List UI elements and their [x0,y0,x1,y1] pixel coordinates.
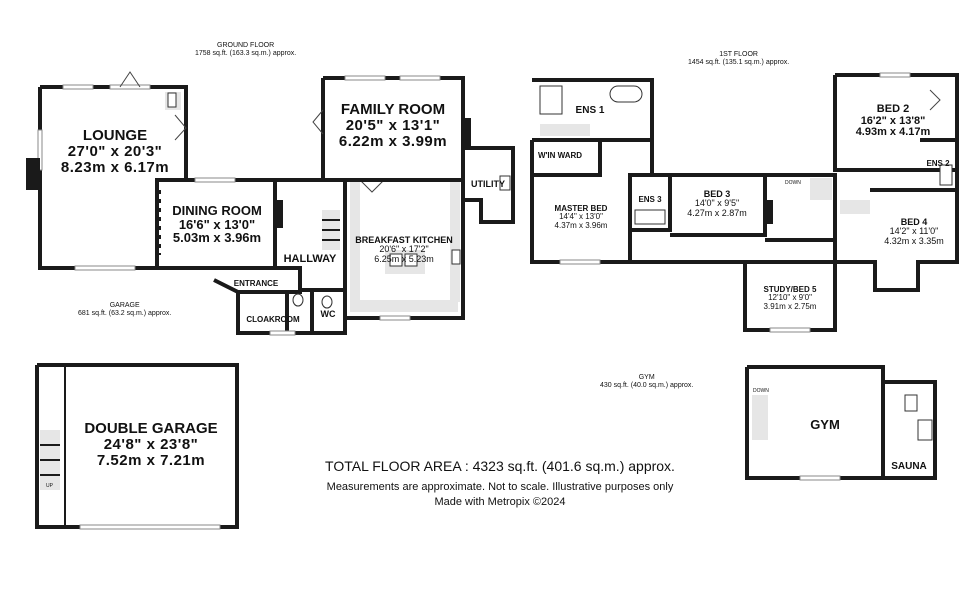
room-name: CLOAKROOM [246,315,300,324]
room-sauna: SAUNA [885,461,933,473]
ground-floor-caption: GROUND FLOOR 1758 sq.ft. (163.3 sq.m.) a… [195,42,296,59]
room-win-ward: W'IN WARD [534,151,586,160]
room-wc: WC [313,309,343,319]
garage-walls [35,363,239,530]
room-imperial: 16'2" x 13'8" [860,114,926,127]
room-metric: 4.32m x 3.35m [884,235,944,246]
room-bed4: BED 4 14'2" x 11'0" 4.32m x 3.35m [872,217,956,246]
room-study: STUDY/BED 5 12'10" x 9'0" 3.91m x 2.75m [748,285,832,311]
room-lounge: LOUNGE 27'0" x 20'3" 8.23m x 6.17m [50,128,180,175]
garage-area: 681 sq.ft. (63.2 sq.m.) approx. [78,310,172,318]
room-metric: 3.91m x 2.75m [763,301,817,311]
room-name: HALLWAY [283,253,337,265]
room-name: ENS 1 [575,105,605,116]
room-name: BED 4 [900,217,928,227]
room-name: DINING ROOM [172,203,262,218]
room-imperial: 14'0" x 9'5" [694,198,740,209]
room-ens1: ENS 1 [560,105,620,117]
room-metric: 4.93m x 4.17m [855,126,931,139]
room-metric: 5.03m x 3.96m [172,230,262,246]
credit: Made with Metropix ©2024 [434,496,566,508]
room-ens2: ENS 2 [921,159,955,168]
ground-floor-title: GROUND FLOOR [217,42,275,49]
gym-area: 430 sq.ft. (40.0 sq.m.) approx. [600,382,694,390]
first-floor-walls [530,72,959,333]
room-bed3: BED 3 14'0" x 9'5" 4.27m x 2.87m [672,189,762,218]
room-dining-room: DINING ROOM 16'6" x 13'0" 5.03m x 3.96m [160,204,274,245]
room-metric: 6.22m x 3.99m [338,132,448,150]
room-metric: 7.52m x 7.21m [96,451,206,469]
gym-caption: GYM 430 sq.ft. (40.0 sq.m.) approx. [600,374,693,391]
room-name: STUDY/BED 5 [763,285,817,294]
gym-walls [745,365,937,481]
room-metric: 6.25m x 5.23m [374,253,434,264]
room-metric: 4.37m x 3.96m [554,220,608,230]
room-name: BREAKFAST KITCHEN [355,235,453,245]
garage-title: GARAGE [109,302,140,309]
room-name: LOUNGE [82,127,148,144]
room-name: ENS 2 [926,159,950,168]
stair-down-mark-gym: DOWN [753,388,769,394]
room-utility: UTILITY [466,179,510,189]
room-master-bed: MASTER BED 14'4" x 13'0" 4.37m x 3.96m [536,204,626,230]
room-name: FAMILY ROOM [340,101,446,118]
garage-caption: GARAGE 681 sq.ft. (63.2 sq.m.) approx. [78,302,171,319]
room-imperial: 27'0" x 20'3" [67,142,163,160]
room-imperial: 20'6" x 17'2" [379,244,429,255]
room-name: GYM [810,417,840,432]
room-double-garage: DOUBLE GARAGE 24'8" x 23'8" 7.52m x 7.21… [68,421,234,468]
room-imperial: 14'4" x 13'0" [559,212,603,222]
room-cloakroom: CLOAKROOM [240,315,306,324]
disclaimer: Measurements are approximate. Not to sca… [326,481,674,493]
first-floor-area: 1454 sq.ft. (135.1 sq.m.) approx. [688,59,790,67]
room-name: ENTRANCE [233,279,279,288]
room-imperial: 16'6" x 13'0" [178,216,256,232]
room-family-room: FAMILY ROOM 20'5" x 13'1" 6.22m x 3.99m [326,102,460,149]
room-imperial: 14'2" x 11'0" [889,226,939,237]
room-name: ENS 3 [638,195,662,204]
total-floor-area: TOTAL FLOOR AREA : 4323 sq.ft. (401.6 sq… [325,458,675,474]
first-floor-caption: 1ST FLOOR 1454 sq.ft. (135.1 sq.m.) appr… [688,51,789,68]
room-name: BED 2 [876,103,910,115]
room-name: UTILITY [471,179,505,189]
room-name: WC [320,309,336,319]
gym-title: GYM [638,374,655,381]
ground-floor-area: 1758 sq.ft. (163.3 sq.m.) approx. [195,50,297,58]
room-imperial: 20'5" x 13'1" [345,116,441,134]
ground-floor-walls [26,71,515,336]
room-name: BED 3 [703,189,731,199]
room-metric: 4.27m x 2.87m [687,207,747,218]
room-bed2: BED 2 16'2" x 13'8" 4.93m x 4.17m [838,103,948,139]
room-hallway: HALLWAY [279,253,341,266]
room-metric: 8.23m x 6.17m [60,158,170,176]
first-floor-title: 1ST FLOOR [719,51,758,58]
room-name: DOUBLE GARAGE [84,420,218,437]
stair-down-mark: DOWN [785,180,801,186]
room-breakfast-kitchen: BREAKFAST KITCHEN 20'6" x 17'2" 6.25m x … [346,235,462,264]
room-imperial: 24'8" x 23'8" [103,435,199,453]
room-name: W'IN WARD [537,151,583,160]
stair-up-mark-garage: UP [46,483,53,489]
room-ens3: ENS 3 [632,195,668,204]
room-imperial: 12'10" x 9'0" [768,293,812,303]
room-entrance: ENTRANCE [228,279,284,288]
room-name: MASTER BED [554,204,608,213]
room-name: SAUNA [891,461,927,472]
room-gym: GYM [790,418,860,432]
